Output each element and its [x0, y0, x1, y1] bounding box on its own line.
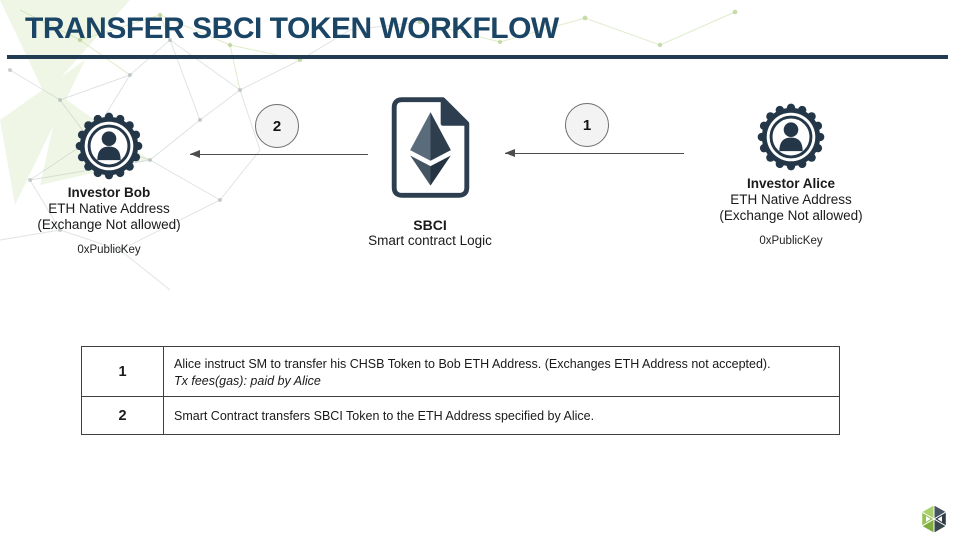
investor-badge-icon [75, 112, 143, 180]
step-2-number: 2 [272, 117, 282, 135]
bob-public-key: 0xPublicKey [77, 244, 141, 256]
step-2-badge: 2 [255, 104, 299, 148]
contract-name: SBCI [413, 217, 447, 233]
alice-public-key: 0xPublicKey [759, 235, 823, 247]
table-step-text: Smart Contract transfers SBCI Token to t… [174, 409, 595, 423]
alice-exchange-line: (Exchange Not allowed) [719, 208, 863, 223]
bob-exchange-line: (Exchange Not allowed) [37, 217, 181, 232]
arrowhead-left-icon [190, 150, 200, 158]
alice-name: Investor Alice [746, 176, 836, 191]
node-sbci-contract: SBCI Smart contract Logic [355, 217, 505, 249]
table-step-text: Alice instruct SM to transfer his CHSB T… [174, 356, 771, 371]
contract-subtitle: Smart contract Logic [368, 233, 492, 248]
table-row: 1 Alice instruct SM to transfer his CHSB… [82, 347, 839, 397]
investor-badge-icon [757, 103, 825, 171]
ethereum-contract-icon [391, 97, 470, 198]
arrowhead-left-icon [505, 149, 515, 157]
bob-name: Investor Bob [67, 185, 151, 200]
step-1-number: 1 [582, 116, 592, 134]
swissborg-logo [921, 504, 947, 534]
alice-address-line: ETH Native Address [730, 192, 852, 207]
bob-address-line: ETH Native Address [48, 201, 170, 216]
arrow-contract-to-bob [190, 150, 368, 158]
table-step-number: 2 [82, 397, 164, 434]
workflow-steps-table: 1 Alice instruct SM to transfer his CHSB… [81, 346, 840, 435]
node-investor-alice: Investor Alice ETH Native Address (Excha… [701, 102, 881, 247]
step-1-badge: 1 [565, 103, 609, 147]
page-title: TRANSFER SBCI TOKEN WORKFLOW [25, 12, 559, 45]
title-divider [7, 55, 948, 59]
table-step-number: 1 [82, 347, 164, 396]
table-step-note: Tx fees(gas): paid by Alice [174, 373, 321, 388]
node-investor-bob: Investor Bob ETH Native Address (Exchang… [19, 111, 199, 256]
table-row: 2 Smart Contract transfers SBCI Token to… [82, 397, 839, 434]
arrow-alice-to-contract [505, 149, 684, 157]
